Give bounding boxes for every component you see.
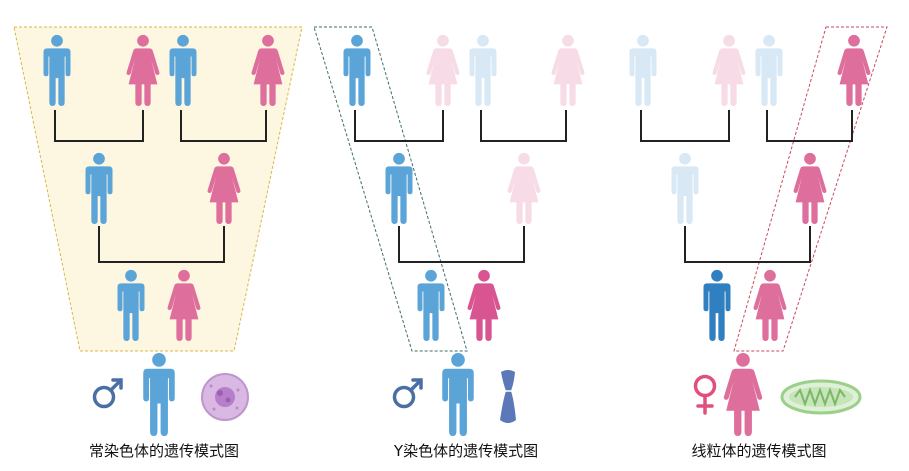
mars-symbol-icon bbox=[392, 378, 423, 409]
pedigree-y bbox=[343, 34, 585, 341]
pedigree-mito bbox=[629, 34, 871, 341]
person-female-icon bbox=[793, 152, 827, 224]
person-female-icon bbox=[551, 34, 585, 106]
person-male-icon bbox=[442, 353, 474, 436]
pedigree-connector bbox=[640, 110, 730, 142]
y-chromosome-icon bbox=[500, 370, 516, 423]
venus-symbol-icon bbox=[693, 374, 717, 415]
person-female-icon bbox=[712, 34, 746, 106]
caption-y-chromosome: Y染色体的遗传模式图 bbox=[393, 442, 539, 460]
caption-autosomal: 常染色体的遗传模式图 bbox=[88, 442, 239, 460]
y-chromosome-highlight bbox=[313, 26, 468, 352]
person-female-icon bbox=[426, 34, 460, 106]
person-male-icon bbox=[469, 34, 497, 106]
person-male-icon bbox=[671, 152, 699, 224]
person-male-icon bbox=[417, 269, 445, 341]
pedigree-connector bbox=[180, 110, 267, 142]
person-male-icon bbox=[629, 34, 657, 106]
pedigree-autosomal bbox=[43, 34, 285, 341]
person-male-icon bbox=[343, 34, 371, 106]
mars-symbol-icon bbox=[92, 378, 123, 409]
person-male-icon bbox=[755, 34, 783, 106]
pedigree-connector bbox=[54, 110, 144, 142]
person-male-icon bbox=[385, 152, 413, 224]
pedigree-connector bbox=[398, 226, 525, 263]
pedigree-connector bbox=[684, 226, 811, 263]
pedigree-connector bbox=[98, 226, 225, 263]
person-male-icon bbox=[703, 269, 731, 341]
person-female-icon bbox=[507, 152, 541, 224]
mitochondrion-icon bbox=[780, 379, 862, 415]
cell-nucleus-icon bbox=[201, 373, 249, 421]
pedigree-connector bbox=[766, 110, 853, 142]
pedigree-connector bbox=[480, 110, 567, 142]
autosomal-highlight bbox=[13, 26, 303, 352]
person-female-icon bbox=[723, 353, 763, 436]
mitochondria-highlight bbox=[733, 26, 888, 352]
pedigree-connector bbox=[354, 110, 444, 142]
person-female-icon bbox=[753, 269, 787, 341]
caption-mitochondria: 线粒体的遗传模式图 bbox=[691, 442, 827, 460]
person-male-icon bbox=[143, 353, 175, 436]
person-female-icon bbox=[467, 269, 501, 341]
